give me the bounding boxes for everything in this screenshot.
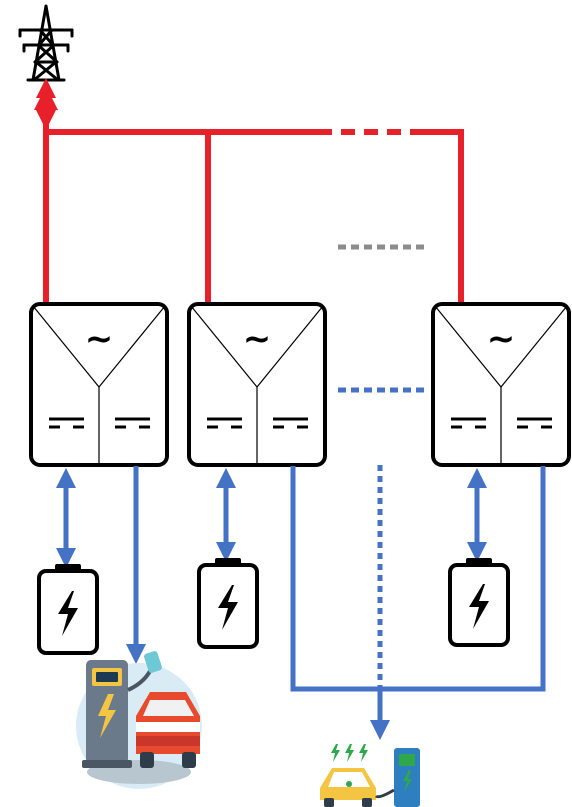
ac-bus (34, 86, 464, 308)
inverter-n: ~ (431, 302, 571, 467)
inverter-1-dc-symbol-left (49, 417, 84, 429)
lightning-bolts (331, 744, 368, 762)
inverter-1-ac-symbol: ~ (85, 319, 114, 359)
shared-dc-bus (290, 466, 546, 692)
battery-bolt-icon (448, 558, 510, 647)
transmission-tower-icon (18, 4, 74, 82)
inverter-1: ~ (29, 302, 169, 467)
dc-links (56, 465, 546, 740)
battery-bolt-icon (37, 564, 99, 655)
battery-bolt-icon (197, 558, 259, 649)
inverter-n-dc-symbol-right (517, 417, 552, 429)
ev-charging-station-icon (76, 651, 202, 789)
inverter-n-dc-symbol-left (451, 417, 486, 429)
inverter-1-dc-symbol-right (115, 417, 150, 429)
inverter-2-dc-symbol-left (207, 417, 242, 429)
inverter-2-dc-symbol-right (273, 417, 308, 429)
ev-car-charging-icon (320, 744, 420, 807)
inverter-n-ac-symbol: ~ (487, 319, 516, 359)
inverter-2-ac-symbol: ~ (243, 319, 272, 359)
inverter-2: ~ (187, 302, 327, 467)
